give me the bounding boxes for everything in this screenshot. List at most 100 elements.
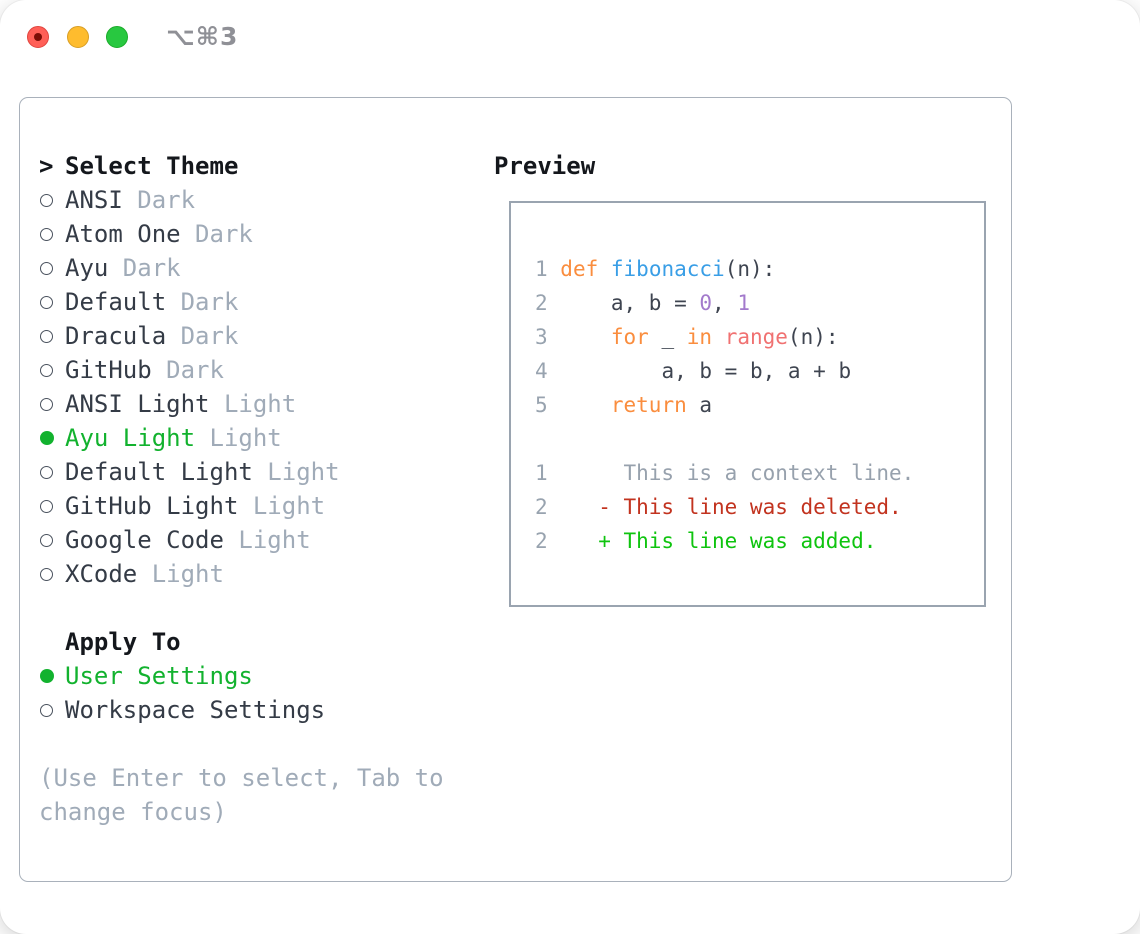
radio-selected-icon: [39, 659, 65, 693]
radio-unselected-icon: [39, 183, 65, 217]
diff-line: 2 + This line was added.: [535, 524, 914, 558]
code-token: for: [610, 325, 649, 349]
code-line: 5 return a: [535, 388, 914, 422]
help-text: (Use Enter to select, Tab to change focu…: [39, 764, 444, 826]
apply-to-header: Apply To: [39, 625, 484, 659]
code-token: (n):: [787, 325, 839, 349]
code-token: 1: [737, 291, 750, 315]
item-label: XCode: [65, 560, 138, 588]
theme-item[interactable]: GitHub Light Light: [39, 489, 484, 523]
diff-text: + This line was added.: [598, 529, 877, 553]
code-token: [560, 393, 611, 417]
item-variant-label: Light: [238, 492, 326, 520]
maximize-button[interactable]: [106, 26, 128, 48]
item-label: Google Code: [65, 526, 224, 554]
code-token: ,: [712, 291, 738, 315]
item-label: Ayu: [65, 254, 109, 282]
radio-unselected-icon: [39, 523, 65, 557]
line-number: 3: [535, 325, 561, 349]
theme-item[interactable]: Google Code Light: [39, 523, 484, 557]
theme-item[interactable]: ANSI Light Light: [39, 387, 484, 421]
code-token: return: [610, 393, 687, 417]
theme-item[interactable]: Default Dark: [39, 285, 484, 319]
theme-item[interactable]: Atom One Dark: [39, 217, 484, 251]
line-number: 5: [535, 393, 561, 417]
diff-line: 2 - This line was deleted.: [535, 490, 914, 524]
radio-unselected-icon: [39, 693, 65, 727]
item-label: GitHub Light: [65, 492, 239, 520]
theme-item[interactable]: Ayu Dark: [39, 251, 484, 285]
code-token: 0: [699, 291, 713, 315]
radio-selected-icon: [39, 421, 65, 455]
apply-to-option[interactable]: User Settings: [39, 659, 484, 693]
theme-item[interactable]: XCode Light: [39, 557, 484, 591]
item-variant-label: Dark: [151, 356, 224, 384]
item-variant-label: Dark: [166, 322, 239, 350]
code-token: def: [560, 257, 599, 281]
code-token: a: [686, 393, 713, 417]
diff-sample: 1 This is a context line.2 - This line w…: [535, 456, 914, 558]
radio-unselected-icon: [39, 251, 65, 285]
select-theme-header: > Select Theme: [39, 149, 484, 183]
code-token: _: [648, 325, 687, 349]
line-number: 4: [535, 359, 561, 383]
item-label: Default: [65, 288, 167, 316]
record-dot-icon: [34, 33, 42, 41]
code-token: in: [686, 325, 713, 349]
code-line: 2 a, b = 0, 1: [535, 286, 914, 320]
diff-text: This is a context line.: [598, 461, 915, 485]
line-number: 2: [535, 495, 599, 519]
line-number: 1: [535, 257, 561, 281]
item-label: Default Light: [65, 458, 253, 486]
theme-item[interactable]: GitHub Dark: [39, 353, 484, 387]
spacer: [39, 591, 484, 625]
diff-line: 1 This is a context line.: [535, 456, 914, 490]
item-label: User Settings: [65, 662, 253, 690]
code-line: 4 a, b = b, a + b: [535, 354, 914, 388]
code-token: [712, 325, 725, 349]
item-variant-label: Light: [209, 390, 297, 418]
diff-text: - This line was deleted.: [598, 495, 902, 519]
code-line: 1 def fibonacci(n):: [535, 252, 914, 286]
line-number: 2: [535, 529, 599, 553]
theme-item[interactable]: Default Light Light: [39, 455, 484, 489]
radio-unselected-icon: [39, 319, 65, 353]
item-label: ANSI Light: [65, 390, 210, 418]
preview-title: Preview: [494, 152, 596, 180]
item-variant-label: Light: [195, 424, 282, 452]
radio-unselected-icon: [39, 387, 65, 421]
radio-unselected-icon: [39, 285, 65, 319]
item-variant-label: Light: [137, 560, 224, 588]
close-button[interactable]: [27, 26, 49, 48]
radio-unselected-icon: [39, 489, 65, 523]
code-line: 3 for _ in range(n):: [535, 320, 914, 354]
item-label: Atom One: [65, 220, 181, 248]
minimize-button[interactable]: [67, 26, 89, 48]
apply-to-title: Apply To: [65, 628, 181, 656]
code-token: [560, 325, 611, 349]
theme-item[interactable]: Ayu Light Light: [39, 421, 484, 455]
code-token: (n):: [724, 257, 776, 281]
code-token: range: [724, 325, 788, 349]
select-theme-title: Select Theme: [65, 152, 239, 180]
item-variant-label: Dark: [166, 288, 239, 316]
theme-item[interactable]: Dracula Dark: [39, 319, 484, 353]
theme-item[interactable]: ANSI Dark: [39, 183, 484, 217]
item-label: Ayu Light: [65, 424, 196, 452]
line-number: 2: [535, 291, 561, 315]
apply-to-option[interactable]: Workspace Settings: [39, 693, 484, 727]
code-token: fibonacci: [610, 257, 725, 281]
radio-unselected-icon: [39, 455, 65, 489]
radio-unselected-icon: [39, 217, 65, 251]
radio-unselected-icon: [39, 557, 65, 591]
item-variant-label: Light: [223, 526, 311, 554]
item-label: ANSI: [65, 186, 123, 214]
